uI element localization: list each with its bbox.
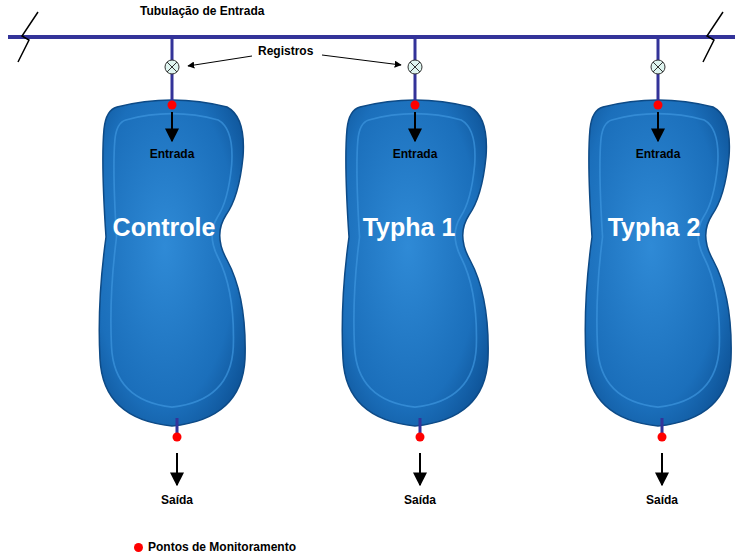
- tank: EntradaTypha 2: [583, 97, 733, 427]
- leader-arrow: [188, 56, 252, 66]
- inlet-pipe: [8, 35, 735, 39]
- legend-text: Pontos de Monitoramento: [148, 540, 296, 554]
- tank: EntradaControle: [97, 97, 247, 427]
- outlet-label: Saída: [404, 493, 436, 507]
- tank-name: Typha 2: [608, 213, 701, 242]
- tank-outline: [97, 97, 247, 427]
- pipe-label: Tubulação de Entrada: [140, 4, 264, 18]
- tank: EntradaTypha 1: [340, 97, 490, 427]
- outlet-label: Saída: [161, 493, 193, 507]
- outlet-label: Saída: [646, 493, 678, 507]
- break-symbol: [703, 12, 723, 62]
- inlet-label: Entrada: [636, 147, 681, 161]
- valve-symbols: [165, 60, 665, 74]
- tank-name: Controle: [113, 213, 216, 242]
- tank-outline: [340, 97, 490, 427]
- valve-label: Registros: [258, 44, 313, 58]
- leader-arrow: [322, 55, 401, 65]
- tank-outline: [583, 97, 733, 427]
- legend-swatch: [134, 543, 143, 552]
- break-symbol: [18, 12, 38, 62]
- inlet-label: Entrada: [150, 147, 195, 161]
- tank-name: Typha 1: [363, 213, 456, 242]
- inlet-label: Entrada: [393, 147, 438, 161]
